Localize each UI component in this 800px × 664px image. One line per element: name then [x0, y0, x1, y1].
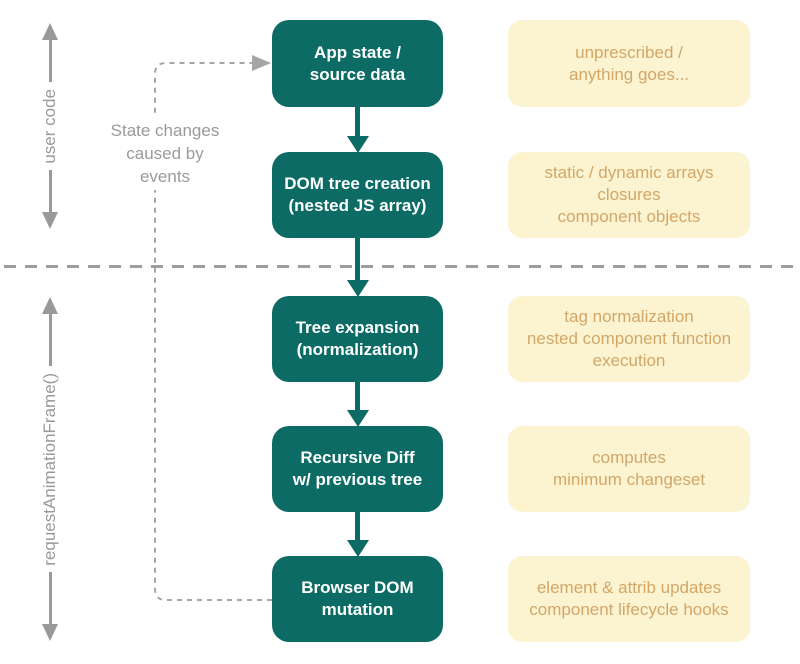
- feedback-label: State changes caused by events: [97, 117, 233, 190]
- note-browser-dom-mutation: element & attrib updates component lifec…: [508, 556, 750, 642]
- arrow-head-icon: [346, 540, 369, 557]
- feedback-arrowhead-icon: [252, 55, 271, 71]
- note-recursive-diff: computes minimum changeset: [508, 426, 750, 512]
- flow-arrow-2: [346, 236, 369, 297]
- note-tree-expansion: tag normalization nested component funct…: [508, 296, 750, 382]
- arrow-shaft: [355, 236, 360, 280]
- user-code-label: user code: [40, 88, 59, 164]
- arrow-head-icon: [346, 280, 369, 297]
- arrow-shaft: [355, 510, 360, 540]
- rail-shaft: [48, 572, 52, 624]
- note-app-state: unprescribed / anything goes...: [508, 20, 750, 107]
- note-dom-tree-creation: static / dynamic arrays closures compone…: [508, 152, 750, 238]
- node-app-state: App state / source data: [272, 20, 443, 107]
- flow-arrow-4: [346, 510, 369, 557]
- phase-divider: [4, 265, 796, 268]
- raf-label: requestAnimationFrame(): [40, 372, 59, 566]
- up-arrow-icon: [42, 23, 58, 40]
- node-tree-expansion: Tree expansion (normalization): [272, 296, 443, 382]
- rail-shaft: [48, 170, 52, 213]
- flow-arrow-3: [346, 380, 369, 427]
- arrow-head-icon: [346, 410, 369, 427]
- arrow-head-icon: [346, 136, 369, 153]
- node-recursive-diff: Recursive Diff w/ previous tree: [272, 426, 443, 512]
- rail-shaft: [48, 40, 52, 82]
- down-arrow-icon: [42, 624, 58, 641]
- arrow-shaft: [355, 380, 360, 410]
- flow-arrow-1: [346, 105, 369, 153]
- down-arrow-icon: [42, 212, 58, 230]
- arrow-shaft: [355, 105, 360, 136]
- node-dom-tree-creation: DOM tree creation (nested JS array): [272, 152, 443, 238]
- feedback-dashed-line: [154, 62, 272, 601]
- up-arrow-icon: [42, 297, 58, 314]
- raf-rail: requestAnimationFrame(): [40, 297, 59, 641]
- rail-shaft: [48, 314, 52, 366]
- user-code-rail: user code: [40, 23, 59, 230]
- node-browser-dom-mutation: Browser DOM mutation: [272, 556, 443, 642]
